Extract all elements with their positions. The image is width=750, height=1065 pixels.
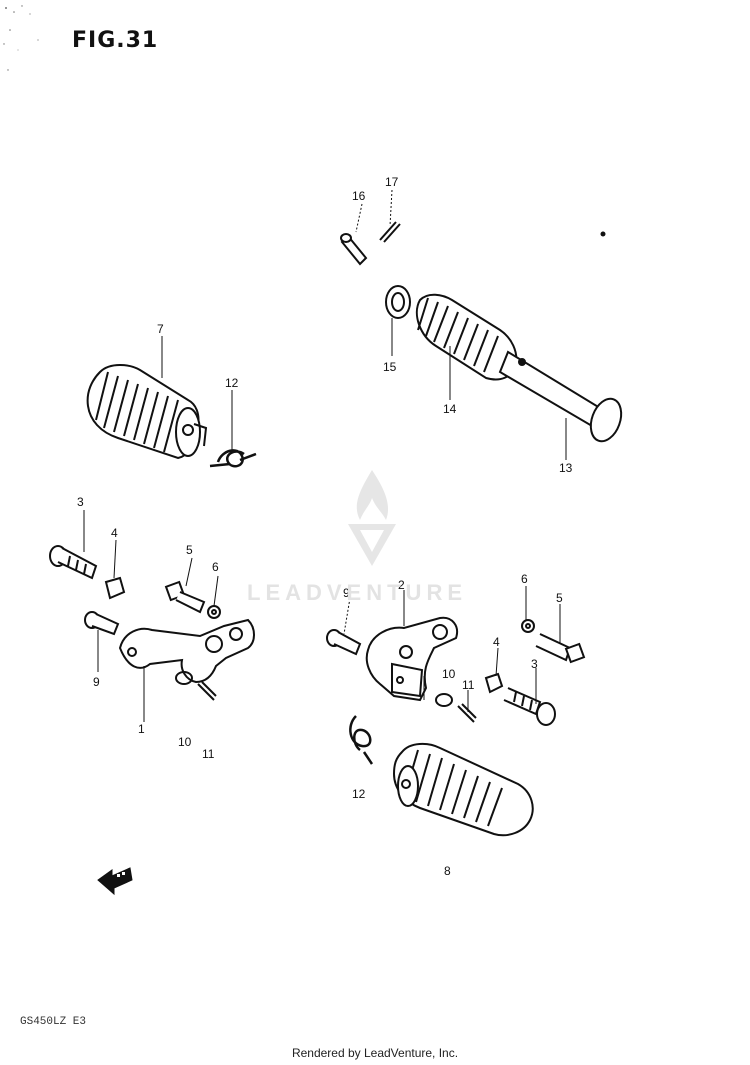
callout-14: 14 [443,402,457,416]
callout-15: 15 [383,360,397,374]
footer-credit: Rendered by LeadVenture, Inc. [291,1046,459,1060]
footrest-rubber-right [392,742,534,837]
callout-10-right: 10 [442,667,456,681]
callout-16: 16 [352,189,366,203]
nut-6-right [521,619,535,633]
figure-title: FIG.31 [72,28,159,53]
callout-6-right: 6 [521,572,528,586]
nut-6-left [207,605,221,619]
callout-1: 1 [138,722,145,736]
bolt-3-left [49,545,98,580]
bracket-2 [365,616,458,702]
callout-3-left: 3 [77,495,84,509]
washer-15 [385,285,411,319]
callout-5-right: 5 [556,591,563,605]
leader-lines [83,189,567,722]
washer-4-left [104,576,126,600]
callout-10-left: 10 [178,735,192,749]
cotter-pin-11-left [197,681,217,701]
cotter-pin-11-right [457,703,477,723]
callout-11-right: 11 [462,678,475,692]
callout-4-right: 4 [493,635,500,649]
callout-12-bottom: 12 [352,787,366,801]
pin-16 [340,233,368,266]
callout-3-right: 3 [531,657,538,671]
pin-9-right [326,629,362,656]
footrest-rubber-left [86,364,208,460]
cotter-pin-17 [379,221,401,243]
pin-9-left [84,611,120,636]
callout-5-left: 5 [186,543,193,557]
callout-9-right: 9 [343,586,350,600]
callout-7: 7 [157,322,164,336]
callout-4-left: 4 [111,526,118,540]
spring-right [349,715,374,765]
spring-left [209,449,257,468]
washer-10-left [175,671,193,685]
passenger-peg-rubber-14 [415,293,518,381]
washer-10-right [435,693,453,707]
bolt-5-right [535,633,586,664]
callout-12-top: 12 [225,376,239,390]
callout-17: 17 [385,175,399,189]
front-direction-arrow-icon [97,867,133,896]
washer-4-right [484,672,504,694]
bolt-3-right [503,687,556,726]
callout-9-left: 9 [93,675,100,689]
footrest-shaft-13 [498,350,623,443]
callout-11-left: 11 [202,747,215,761]
bolt-5-left [164,580,206,614]
callout-8: 8 [444,864,451,878]
model-code: GS450LZ E3 [20,1016,87,1028]
scan-speckle [3,5,606,237]
callout-13: 13 [559,461,573,475]
watermark-text: LEADVENTURE [247,580,468,605]
leadventure-watermark-logo [348,470,396,566]
bracket-1 [118,618,255,684]
callout-labels: 1 2 3 3 4 4 5 5 6 6 7 8 9 9 10 10 11 11 … [77,175,573,878]
callout-2: 2 [398,578,405,592]
callout-6-left: 6 [212,560,219,574]
